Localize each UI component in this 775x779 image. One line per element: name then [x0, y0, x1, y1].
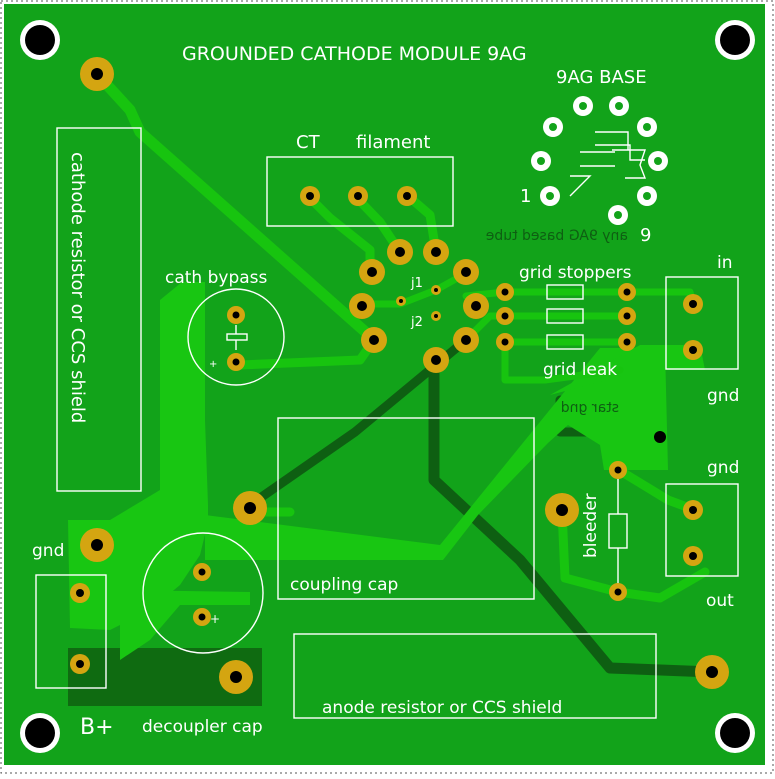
pad-grid-l1 [496, 283, 514, 301]
gnd-right-mid-label: gnd [707, 458, 739, 478]
in-label: in [717, 253, 733, 273]
input-connector-outline [665, 276, 739, 370]
pad-tube-6 [463, 293, 489, 319]
pad-ct [300, 186, 320, 206]
pad-bypass-top [227, 306, 245, 324]
pad-anode-right [695, 655, 729, 689]
pad-decoupler-bplus [219, 660, 253, 694]
anode-resistor-outline [293, 633, 657, 719]
pad-decoupler-a [193, 563, 211, 581]
silkscreen-outlines [35, 127, 739, 719]
pad-in [683, 294, 703, 314]
bleeder-label: bleeder [581, 493, 601, 558]
grid-leak-body [546, 334, 584, 350]
gnd-left-label: gnd [32, 541, 64, 561]
pad-bypass-bottom [227, 353, 245, 371]
decoupler-plus: + [210, 612, 220, 626]
pin9-label: 9 [640, 225, 651, 246]
pads-layer [70, 57, 729, 694]
grid-stoppers-label: grid stoppers [519, 263, 632, 283]
coupling-cap-label: coupling cap [290, 575, 398, 595]
gnd-right-top-label: gnd [707, 386, 739, 406]
pad-decoupler-b [193, 608, 211, 626]
j1-label: j1 [410, 276, 423, 291]
bplus-label: B+ [80, 715, 114, 740]
cath-bypass-body [226, 333, 248, 341]
star-gnd-via [654, 431, 666, 443]
pad-filament-b [397, 186, 417, 206]
pad-tube-2 [423, 239, 449, 265]
filament-label: filament [356, 132, 430, 153]
pad-tube-9 [423, 347, 449, 373]
decoupler-cap-label: decoupler cap [142, 717, 263, 737]
pad-grid-l3 [496, 333, 514, 351]
cathode-resistor-outline [56, 127, 142, 492]
pad-cathode-top [80, 57, 114, 91]
pad-tube-7 [361, 327, 387, 353]
pad-j2-a [431, 311, 441, 321]
bottom-gnd-pour [68, 648, 262, 706]
pad-j1-a [396, 296, 406, 306]
out-label: out [706, 591, 734, 611]
trace-j1 [362, 266, 476, 308]
filament-connector-outline [266, 156, 454, 227]
pad-tube-5 [349, 293, 375, 319]
output-connector-outline [665, 483, 739, 577]
mount-hole-top-left [20, 20, 60, 60]
grid-leak-label: grid leak [543, 360, 617, 380]
pad-out [683, 546, 703, 566]
pad-tube-8 [453, 327, 479, 353]
mounting-holes [20, 20, 755, 753]
pad-filament-a [348, 186, 368, 206]
pad-coupling-left [233, 491, 267, 525]
power-connector-outline [35, 574, 107, 689]
mount-hole-top-right [715, 20, 755, 60]
pad-tube-4 [453, 259, 479, 285]
cath-bypass-plus: + [209, 359, 217, 370]
decoupler-cap-outline [142, 532, 264, 654]
pad-grid-r3 [618, 333, 636, 351]
cathode-resistor-label: cathode resistor or CCS shield [67, 152, 88, 423]
pad-grid-r2 [618, 307, 636, 325]
pad-power-gnd [70, 583, 90, 603]
pad-gnd-left [80, 528, 114, 562]
pad-bleeder-top [609, 461, 627, 479]
trace-cathode-resistor [91, 68, 376, 342]
star-gnd-label: star gnd [561, 400, 619, 416]
pad-in-gnd [683, 340, 703, 360]
mount-hole-bottom-left [20, 713, 60, 753]
coupling-cap-outline [277, 417, 535, 600]
board-title: GROUNDED CATHODE MODULE 9AG [182, 43, 527, 65]
tube-base-symbol [569, 131, 647, 197]
pad-bleeder-left [545, 493, 579, 527]
gnd-pour-lower [120, 590, 250, 660]
bottom-trace-anode [428, 354, 718, 678]
cath-bypass-outline [187, 288, 285, 386]
mount-hole-bottom-right [715, 713, 755, 753]
anode-resistor-label: anode resistor or CCS shield [322, 698, 562, 718]
pad-tube-3 [359, 259, 385, 285]
mirrored-tube-note: any 9AG based tube [486, 228, 628, 244]
pad-bleeder-bottom [609, 583, 627, 601]
tube-base-pins [531, 96, 668, 225]
pad-grid-l2 [496, 307, 514, 325]
cath-bypass-label: cath bypass [165, 268, 268, 288]
ct-label: CT [296, 132, 321, 153]
j2-label: j2 [410, 315, 423, 330]
grid-stopper-1-body [546, 284, 584, 300]
pad-tube-1 [387, 239, 413, 265]
silkscreen-text: GROUNDED CATHODE MODULE 9AG 9AG BASE 1 9… [32, 43, 739, 740]
pad-grid-r1 [618, 283, 636, 301]
pad-j1-b [431, 285, 441, 295]
pin1-label: 1 [520, 186, 531, 207]
trace-gridleak-gnd [501, 338, 624, 384]
grid-stopper-2-body [546, 308, 584, 324]
pad-power-bplus [70, 654, 90, 674]
tube-base-label: 9AG BASE [556, 67, 647, 88]
pad-out-gnd [683, 500, 703, 520]
